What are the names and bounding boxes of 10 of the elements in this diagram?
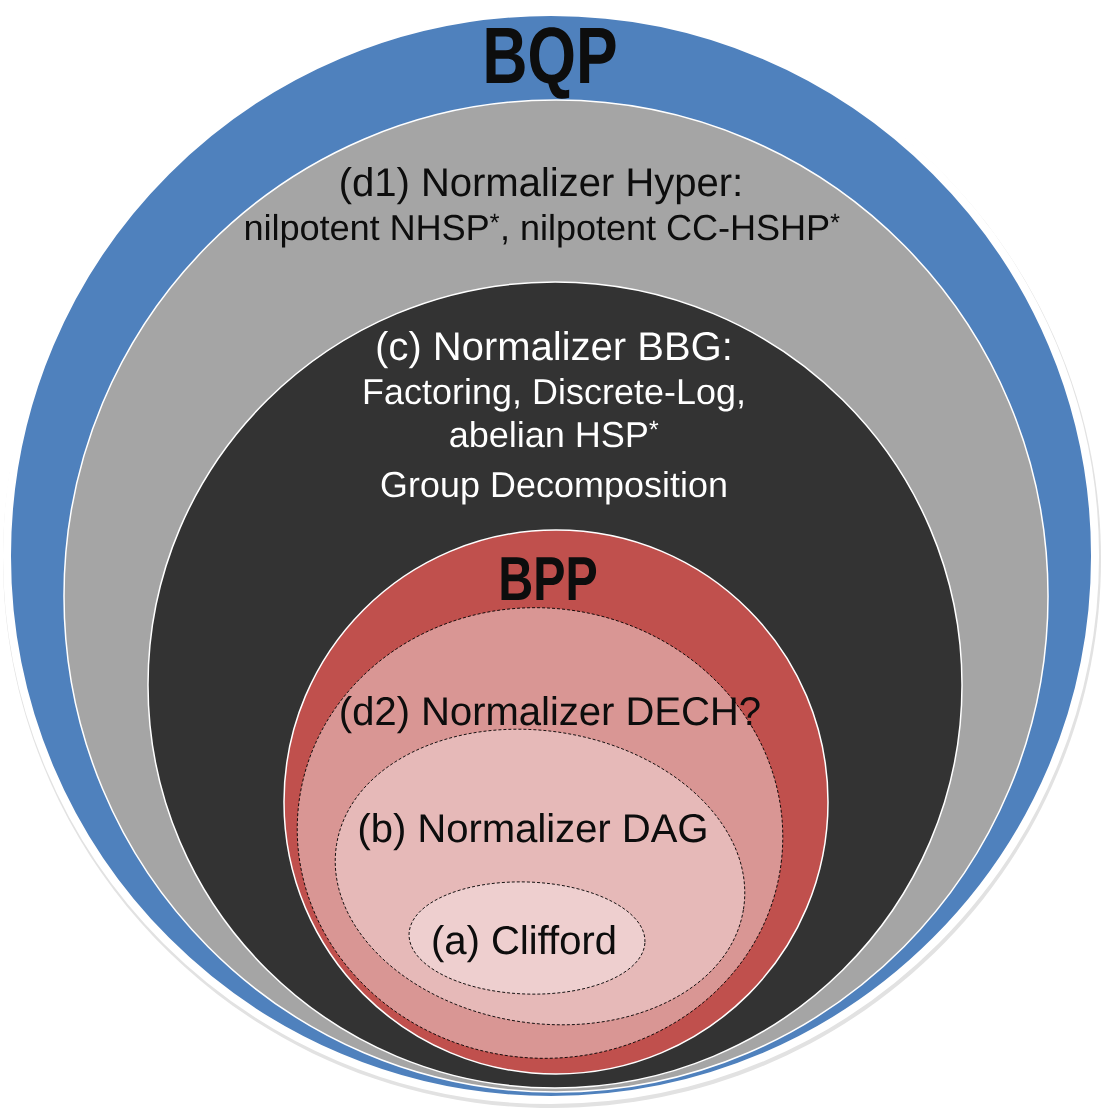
- region-title: (d1) Normalizer Hyper:: [341, 167, 740, 205]
- problem-list: Factoring, Discrete-Log, abelian HSP$^{*}$: [364, 377, 743, 448]
- class-label: BQP: [486, 27, 616, 99]
- problem-list: nilpotent NHSP$^{*}$, nilpotent CC-HSHP$^{*}$: [245, 213, 840, 248]
- problem-name: Group Decomposition: [381, 470, 726, 505]
- region-title: (a) Clifford: [433, 925, 615, 963]
- region-title: (b) Normalizer DAG: [359, 813, 706, 851]
- class-label: BPP: [501, 557, 597, 600]
- region-title: (d2) Normalizer DECH?: [341, 696, 760, 734]
- region-title: (c) Normalizer BBG:: [377, 331, 730, 369]
